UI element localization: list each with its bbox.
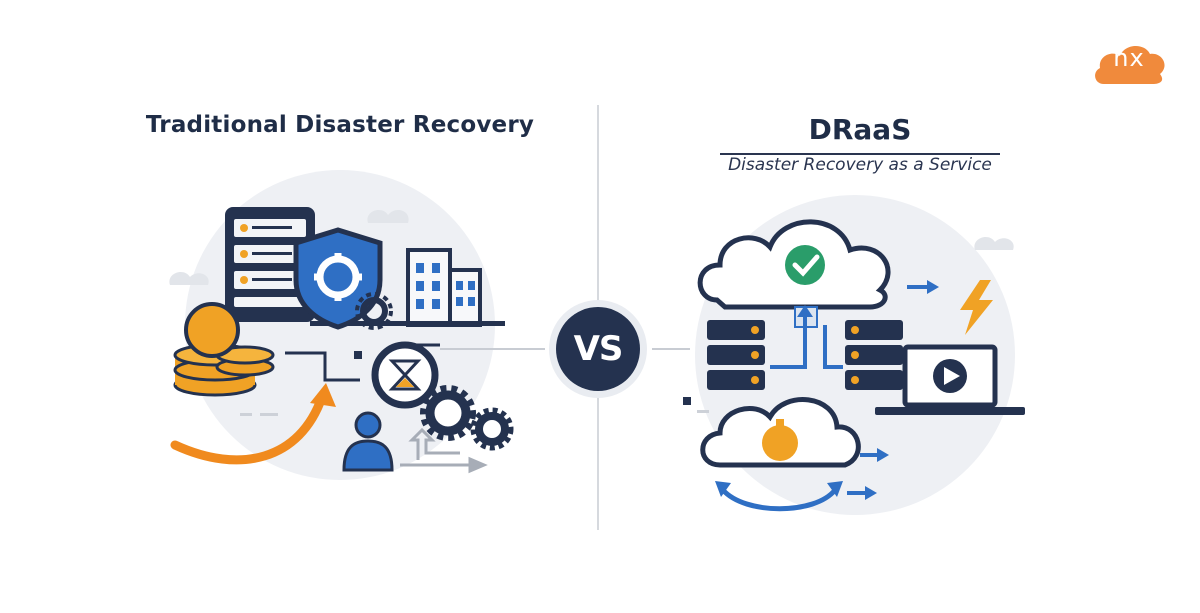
title-rule bbox=[720, 153, 1000, 155]
traditional-dr-illustration bbox=[169, 170, 514, 480]
connector-line bbox=[285, 351, 360, 382]
person-icon bbox=[342, 411, 394, 472]
server-right-icon bbox=[845, 320, 903, 390]
connector-node bbox=[354, 351, 362, 359]
draas-illustration bbox=[683, 195, 1025, 515]
hx-cloud-logo bbox=[1095, 45, 1165, 84]
lightning-icon bbox=[960, 280, 993, 335]
up-arrow-icon bbox=[408, 427, 460, 460]
vs-connector-left bbox=[440, 348, 545, 350]
left-title: Traditional Disaster Recovery bbox=[145, 112, 535, 138]
server-rack-icon bbox=[225, 207, 315, 322]
hourglass-clock-icon bbox=[371, 341, 439, 409]
flow-arrow-icon bbox=[770, 315, 807, 369]
logo-text: hx bbox=[1113, 44, 1145, 72]
cloud-decor-icon bbox=[367, 209, 409, 223]
gears-icon bbox=[420, 385, 514, 451]
cloud-backup-icon bbox=[700, 397, 861, 468]
coin-stack-icon bbox=[173, 302, 275, 397]
sync-arrow-icon bbox=[721, 488, 837, 512]
vs-connector-right bbox=[652, 348, 690, 350]
security-shield-icon bbox=[293, 227, 383, 330]
right-subtitle: Disaster Recovery as a Service bbox=[728, 155, 992, 175]
cloud-check-icon bbox=[697, 219, 891, 310]
growth-arrow-icon bbox=[170, 392, 327, 465]
right-arrow-icon bbox=[400, 456, 488, 474]
right-title: DRaaS bbox=[808, 113, 912, 146]
laptop-play-icon bbox=[875, 344, 1025, 415]
cloud-decor-icon bbox=[974, 236, 1014, 250]
office-buildings-icon bbox=[310, 248, 505, 327]
vs-badge: VS bbox=[549, 300, 647, 398]
cloud-decor-icon bbox=[169, 271, 209, 285]
server-left-icon bbox=[707, 320, 765, 390]
small-gear-icon bbox=[355, 292, 393, 330]
flow-arrow-icon bbox=[823, 325, 843, 369]
vs-label: VS bbox=[556, 307, 640, 391]
